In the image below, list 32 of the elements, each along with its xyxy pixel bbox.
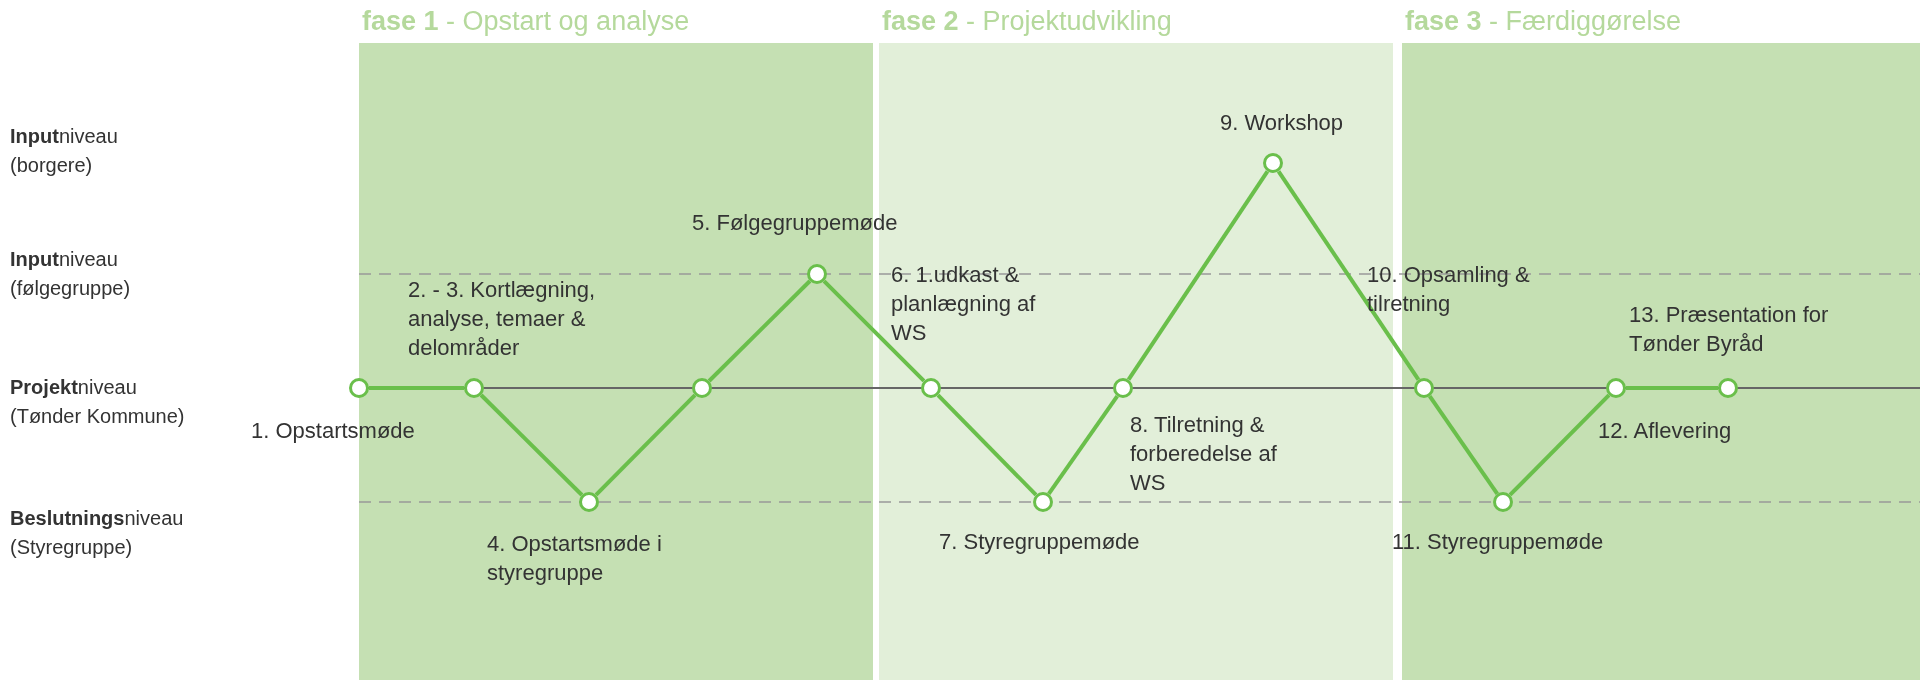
milestone-label: 11. Styregruppemøde: [1392, 528, 1605, 556]
level-label: Projektniveau (Tønder Kommune): [10, 375, 186, 429]
connector-line: [1508, 393, 1611, 497]
phase-title: fase 3 - Færdiggørelse: [1405, 6, 1682, 37]
connector-line: [1626, 386, 1718, 390]
connector-line: [707, 279, 812, 383]
connector-line: [369, 386, 464, 390]
milestone-label: 2. - 3. Kortlægning, analyse, temaer & delområder: [408, 276, 597, 362]
connector-line: [1126, 170, 1270, 381]
phase-title: fase 1 - Opstart og analyse: [362, 6, 690, 37]
connector-line: [1428, 395, 1499, 495]
level-label: Beslutningsniveau (Styregruppe): [10, 506, 185, 560]
milestone-label: 7. Styregruppemøde: [939, 528, 1141, 556]
milestone-label: 5. Følgegruppemøde: [692, 209, 899, 237]
connector-line: [1047, 395, 1119, 495]
connector-line: [936, 393, 1038, 497]
milestone-label: 4. Opstartsmøde i styregruppe: [487, 530, 663, 587]
milestone-label: 8. Tilretning & forberedelse af WS: [1130, 411, 1278, 497]
milestone-circle: [349, 378, 369, 398]
milestone-label: 10. Opsamling & tilretning: [1367, 261, 1531, 318]
connector-line: [1276, 170, 1421, 381]
milestone-label: 12. Aflevering: [1598, 417, 1733, 445]
level-label: Inputniveau (følgegruppe): [10, 247, 132, 301]
connector-line: [594, 393, 697, 497]
phase-title: fase 2 - Projektudvikling: [882, 6, 1172, 37]
milestone-label: 9. Workshop: [1220, 109, 1345, 137]
connector-line: [822, 279, 926, 383]
milestone-label: 13. Præsentation for Tønder Byråd: [1629, 301, 1830, 358]
milestone-label: 1. Opstartsmøde: [251, 417, 416, 445]
milestone-label: 6. 1.udkast & planlægning af WS: [891, 261, 1037, 347]
level-label: Inputniveau (borgere): [10, 124, 119, 178]
connector-line: [479, 393, 584, 497]
